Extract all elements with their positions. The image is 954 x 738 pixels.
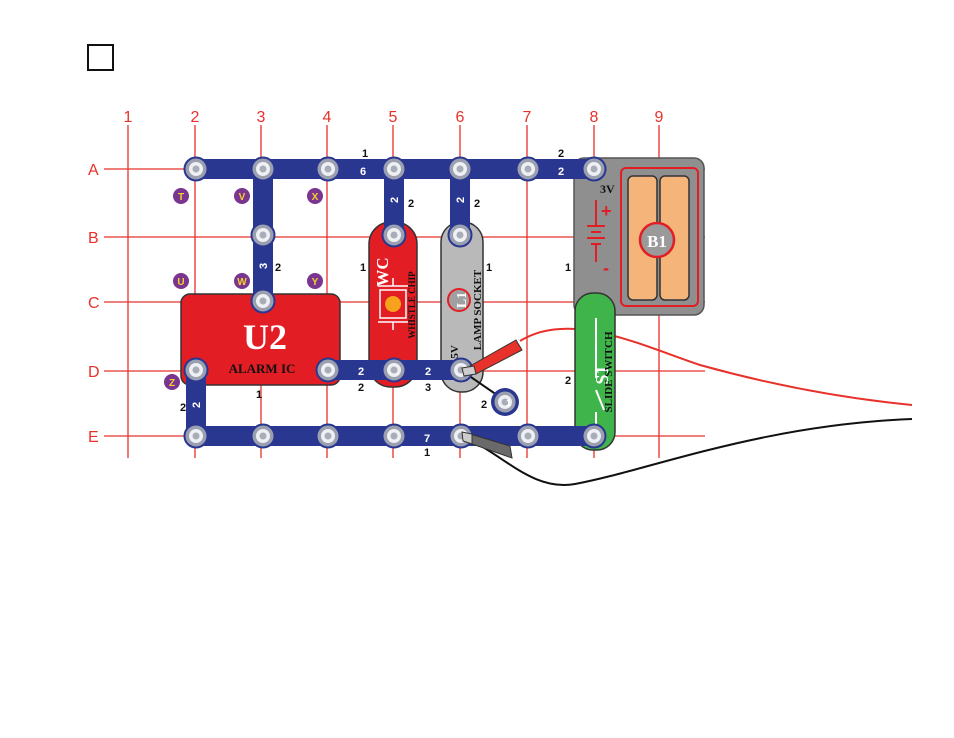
grid-column-label: 6 xyxy=(456,109,465,126)
label-a-two: 2 xyxy=(558,166,564,178)
point-x: X xyxy=(307,188,323,204)
single-snap[interactable] xyxy=(491,388,519,416)
switch-symbol-icon xyxy=(595,318,605,425)
l1-label: L1 xyxy=(455,292,470,308)
red-test-lead xyxy=(519,327,913,406)
point-markers: T V X U W Y Z xyxy=(164,188,323,390)
label-d-two-b: 2 xyxy=(425,366,431,378)
label-b1-side: 1 xyxy=(565,262,571,274)
grid-row-label: C xyxy=(88,295,100,312)
svg-text:X: X xyxy=(312,192,319,203)
point-y: Y xyxy=(307,273,323,289)
b1-voltage: 3V xyxy=(600,182,615,196)
grid-column-label: 1 xyxy=(124,109,133,126)
b1-plus-sign: + xyxy=(601,201,612,221)
label-d-two-a: 2 xyxy=(358,366,364,378)
alarm-ic-u2[interactable]: U2 ALARM IC xyxy=(180,293,341,386)
label-u2-vert-side: 2 xyxy=(275,262,281,274)
svg-text:U: U xyxy=(177,277,184,288)
grid-column-label: 5 xyxy=(389,109,398,126)
label-l1-wire-side: 2 xyxy=(474,198,480,210)
label-u2-bottom: 1 xyxy=(256,389,262,401)
point-w: W xyxy=(234,273,250,289)
black-alligator-clip xyxy=(461,431,513,459)
l1-name: LAMP SOCKET xyxy=(472,269,484,350)
label-a-top-1: 1 xyxy=(362,148,368,160)
label-a-top-2: 2 xyxy=(558,148,564,160)
label-wc-wire: 2 xyxy=(389,197,401,203)
grid-column-label: 3 xyxy=(257,109,266,126)
s1-label: S1 xyxy=(592,365,612,384)
svg-text:Y: Y xyxy=(312,277,319,288)
wc-name: WHISTLE CHIP xyxy=(407,271,417,339)
grid-row-label: D xyxy=(88,364,100,381)
u2-label: U2 xyxy=(243,317,287,357)
grid-column-label: 8 xyxy=(590,109,599,126)
point-u: U xyxy=(173,273,189,289)
b1-label: B1 xyxy=(647,232,667,251)
grid-column-label: 7 xyxy=(523,109,532,126)
grid-row-labels: A B C D E xyxy=(88,162,100,446)
wc-label: WC xyxy=(373,257,392,286)
grid-row-label: B xyxy=(88,230,99,247)
whistle-indicator-icon xyxy=(385,296,401,312)
label-wc-wire-side: 2 xyxy=(408,198,414,210)
svg-text:Z: Z xyxy=(169,378,175,389)
black-test-lead xyxy=(459,418,913,487)
label-e-seven: 7 xyxy=(424,433,430,445)
whistle-chip-wc[interactable]: WC WHISTLE CHIP xyxy=(368,221,418,388)
battery-symbol-icon xyxy=(587,200,605,262)
battery-holder-b1[interactable]: B1 3V + - xyxy=(573,157,705,316)
label-s1-side: 2 xyxy=(565,375,571,387)
grid-row-label: E xyxy=(88,429,99,446)
label-l1-side: 1 xyxy=(486,262,492,274)
wire-labels: 1 6 2 2 2 2 2 2 3 2 1 1 1 2 2 2 3 2 1 2 … xyxy=(180,148,571,459)
label-a-six: 6 xyxy=(360,166,366,178)
grid-column-label: 2 xyxy=(191,109,200,126)
svg-text:W: W xyxy=(237,277,247,288)
point-v: V xyxy=(234,188,250,204)
svg-text:T: T xyxy=(178,192,184,203)
b1-minus-sign: - xyxy=(603,258,609,278)
label-d-below-2: 2 xyxy=(358,382,364,394)
slide-switch-s1[interactable]: S1 SLIDE SWITCH xyxy=(574,292,616,451)
label-z-wire: 2 xyxy=(191,402,203,408)
s1-name: SLIDE SWITCH xyxy=(603,331,615,412)
point-t: T xyxy=(173,188,189,204)
label-single-side: 2 xyxy=(481,399,487,411)
point-z: Z xyxy=(164,374,180,390)
grid-column-labels: 1 2 3 4 5 6 7 8 9 xyxy=(124,109,664,126)
grid-column-label: 9 xyxy=(655,109,664,126)
exercise-checkbox[interactable] xyxy=(87,44,114,71)
red-alligator-clip xyxy=(461,339,523,377)
label-e-below-1: 1 xyxy=(424,447,430,459)
label-wc-side: 1 xyxy=(360,262,366,274)
u2-name: ALARM IC xyxy=(229,361,296,376)
label-single-num: 1 xyxy=(506,398,511,408)
label-z-wire-side: 2 xyxy=(180,402,186,414)
label-u2-vert: 3 xyxy=(258,263,270,269)
grid-column-label: 4 xyxy=(323,109,332,126)
label-d-below-3: 3 xyxy=(425,382,431,394)
label-l1-wire: 2 xyxy=(455,197,467,203)
svg-text:V: V xyxy=(239,192,246,203)
grid-row-label: A xyxy=(88,162,99,179)
